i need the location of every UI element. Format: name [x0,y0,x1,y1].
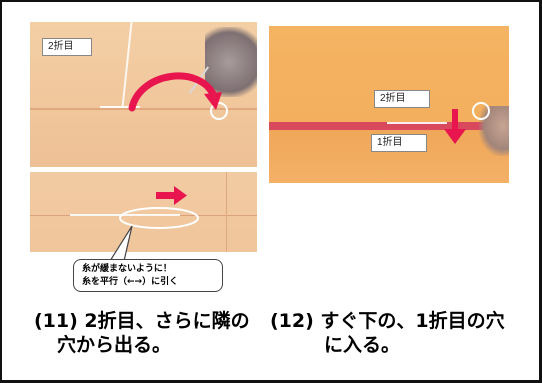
photo-step-11-bottom [30,172,257,252]
step-11-caption-line-2: 穴から出る。 [57,334,172,356]
step-12-caption-line-1: (12) すぐ下の、1折目の穴 [270,310,505,332]
fold-label-2: 2折目 [374,90,430,108]
signature-edge [269,122,509,130]
thread-stitch [387,122,447,124]
hole-highlight-circle [472,102,490,120]
fold-label-1: 1折目 [371,134,427,152]
hand [205,27,257,97]
hole-highlight-circle [210,102,228,120]
step-11-caption-line-1: (11) 2折目、さらに隣の [34,310,250,332]
paper-fold-line-vertical [226,172,227,252]
callout-line-2: 糸を平行（←→）に引く [82,277,179,287]
thread-stitch [70,214,180,216]
callout-note: 糸が緩まないように！ 糸を平行（←→）に引く [73,259,223,292]
photo-step-11-top: 2折目 [30,22,257,167]
callout-line-1: 糸が緩まないように！ [82,264,172,274]
thread-stitch [100,106,140,108]
photo-step-12: 2折目 1折目 [269,26,509,183]
fold-label-2: 2折目 [42,38,92,56]
thread [121,22,133,108]
step-12-caption-line-2: に入る。 [324,334,401,356]
